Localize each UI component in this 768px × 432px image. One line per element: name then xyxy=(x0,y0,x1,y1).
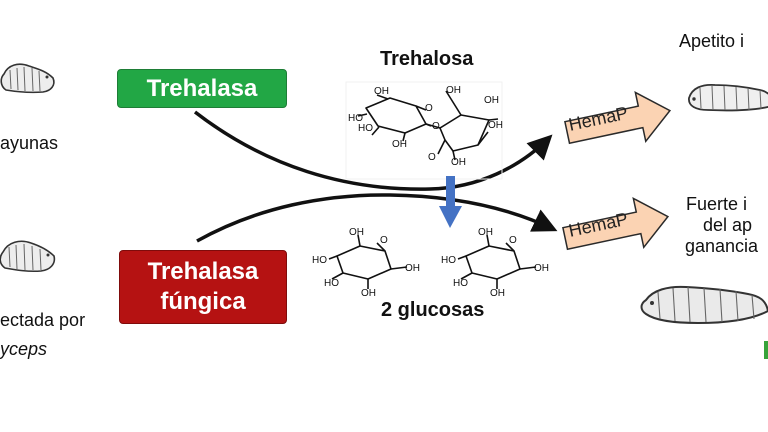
caterpillar-icon xyxy=(0,63,55,94)
glucose-atom-labels: OH HO HO OH OH O OH HO HO OH OH O xyxy=(312,227,549,299)
right-top-caption: Apetito i xyxy=(679,31,745,51)
svg-text:OH: OH xyxy=(478,227,493,238)
svg-text:OH: OH xyxy=(451,157,466,168)
glucose-title: 2 glucosas xyxy=(381,299,485,321)
green-leaf-edge xyxy=(764,341,768,359)
svg-text:HO: HO xyxy=(312,255,327,266)
right-bottom-caption-line3: ganancia xyxy=(685,236,759,256)
svg-text:O: O xyxy=(425,103,433,114)
caterpillar-icon xyxy=(688,83,768,112)
trehalose-structure-icon xyxy=(345,81,503,180)
right-bottom-caption-line1: Fuerte i xyxy=(686,194,748,214)
upper-crossing-arrow xyxy=(193,110,553,191)
svg-text:OH: OH xyxy=(349,227,364,238)
svg-text:OH: OH xyxy=(361,288,376,299)
hemap-arrow-lower xyxy=(562,196,670,251)
svg-text:O: O xyxy=(380,235,388,246)
left-top-caption: ayunas xyxy=(0,133,59,153)
svg-text:HO: HO xyxy=(348,113,363,124)
caterpillar-icon xyxy=(0,240,56,273)
svg-text:O: O xyxy=(509,235,517,246)
hemap-arrow-upper xyxy=(564,90,672,145)
right-bottom-caption-line2: del ap xyxy=(703,215,753,235)
svg-text:O: O xyxy=(428,152,436,163)
trehalose-atom-labels: OH HO HO OH O O OH OH OH OH O xyxy=(348,85,503,168)
lower-crossing-arrow xyxy=(196,193,558,243)
svg-text:HO: HO xyxy=(453,278,468,289)
hydrolysis-arrow xyxy=(439,176,462,228)
svg-text:HO: HO xyxy=(358,123,373,134)
left-bottom-caption-line2: yceps xyxy=(0,339,48,359)
left-bottom-caption-line1: ectada por xyxy=(0,310,86,330)
trehalase-box: Trehalasa xyxy=(117,69,287,108)
glucose-structure-icon xyxy=(328,234,408,289)
svg-text:HO: HO xyxy=(324,278,339,289)
glucose-structure-icon xyxy=(457,234,537,289)
svg-text:OH: OH xyxy=(488,120,503,131)
svg-text:OH: OH xyxy=(446,85,461,96)
svg-text:OH: OH xyxy=(374,86,389,97)
svg-text:OH: OH xyxy=(534,263,549,274)
svg-text:OH: OH xyxy=(392,139,407,150)
svg-text:OH: OH xyxy=(484,95,499,106)
svg-text:OH: OH xyxy=(490,288,505,299)
svg-text:O: O xyxy=(432,121,440,132)
trehalose-title: Trehalosa xyxy=(380,48,474,70)
fungal-trehalase-box: Trehalasa fúngica xyxy=(119,250,287,324)
svg-text:OH: OH xyxy=(405,263,420,274)
svg-text:HO: HO xyxy=(441,255,456,266)
caterpillar-icon xyxy=(640,285,768,325)
